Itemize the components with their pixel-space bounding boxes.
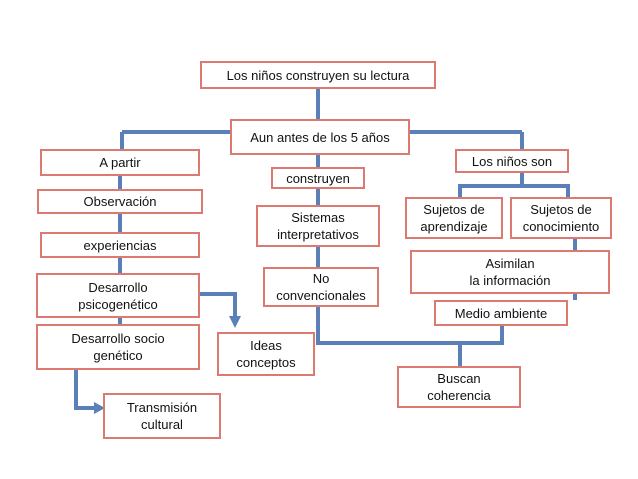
construyen-node: construyen <box>271 167 365 189</box>
connector-psico-ideas <box>200 292 237 318</box>
transmision-cultural-node: Transmisión cultural <box>103 393 221 439</box>
connector-ninos-split <box>458 172 570 198</box>
arrowhead-ideas <box>229 316 241 328</box>
desarrollo-socio-genetico-node: Desarrollo socio genético <box>36 324 200 370</box>
arrowhead-transmision <box>94 402 105 414</box>
before-five-node: Aun antes de los 5 años <box>230 119 410 155</box>
experiencias-node: experiencias <box>40 232 200 258</box>
observacion-node: Observación <box>37 189 203 214</box>
connector-medio-buscan <box>460 326 504 345</box>
medio-ambiente-node: Medio ambiente <box>434 300 568 326</box>
asimilan-informacion-node: Asimilan la información <box>410 250 610 294</box>
buscan-coherencia-node: Buscan coherencia <box>397 366 521 408</box>
sujetos-conocimiento-node: Sujetos de conocimiento <box>510 197 612 239</box>
ninos-son-node: Los niños son <box>455 149 569 173</box>
a-partir-node: A partir <box>40 149 200 176</box>
connector-socio-transmision <box>74 370 96 410</box>
sistemas-interpretativos-node: Sistemas interpretativos <box>256 205 380 247</box>
root-node: Los niños construyen su lectura <box>200 61 436 89</box>
connector-noconv-buscan <box>316 306 462 367</box>
sujetos-aprendizaje-node: Sujetos de aprendizaje <box>405 197 503 239</box>
desarrollo-psicogenetico-node: Desarrollo psicogenético <box>36 273 200 318</box>
ideas-conceptos-node: Ideas conceptos <box>217 332 315 376</box>
no-convencionales-node: No convencionales <box>263 267 379 307</box>
